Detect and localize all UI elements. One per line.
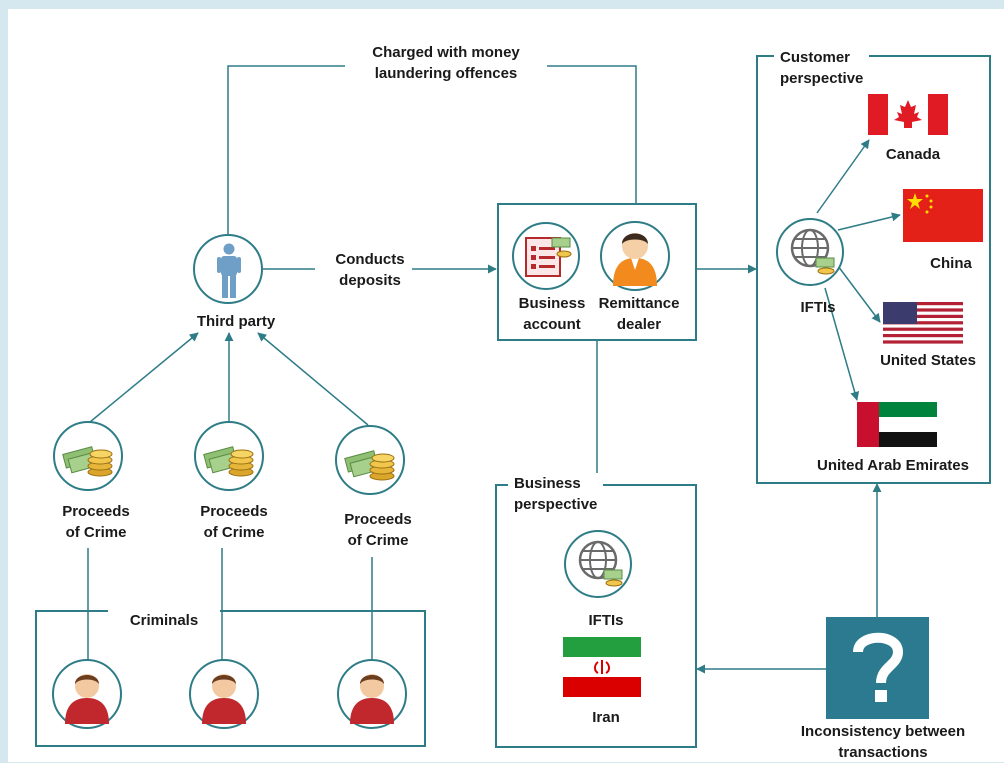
- criminal-node-3: [337, 659, 407, 729]
- business-perspective-title: Business perspective: [508, 473, 604, 515]
- uae-flag: [857, 402, 937, 447]
- ledger-icon: [525, 237, 572, 277]
- remittance-dealer-label: Remittance dealer: [598, 295, 680, 333]
- money-coins-icon: [203, 446, 254, 477]
- criminal-person-icon: [65, 674, 109, 724]
- globe-transfer-icon: [790, 228, 835, 275]
- proceeds-label-1: Proceeds of Crime: [62, 503, 130, 541]
- business-account-node: [512, 222, 580, 290]
- proceeds-node-1: [53, 421, 123, 491]
- proceeds-node-2: [194, 421, 264, 491]
- charged-label: Charged with money laundering offences: [345, 42, 547, 84]
- customer-perspective-box: [756, 55, 991, 484]
- person-silhouette-icon: [217, 243, 241, 298]
- business-remittance-box: [497, 203, 697, 341]
- third-party-label: Third party: [196, 313, 276, 330]
- inconsistency-label: Inconsistency between transactions: [800, 723, 966, 761]
- iftis-to-uae: [824, 287, 860, 401]
- iftis-to-canada: [816, 139, 870, 214]
- iftis-to-us: [837, 265, 881, 323]
- proceeds-label-3: Proceeds of Crime: [344, 511, 412, 549]
- canada-label: Canada: [885, 146, 941, 163]
- criminal-person-icon: [350, 674, 394, 724]
- iftis-customer-label: IFTIs: [800, 299, 836, 316]
- proceeds-label-2: Proceeds of Crime: [200, 503, 268, 541]
- business-account-label: Business account: [518, 295, 586, 333]
- third-party-node: [193, 234, 263, 304]
- question-mark-icon: [826, 617, 929, 719]
- proceeds3-to-third-party: [257, 332, 369, 426]
- customer-perspective-title: Customer perspective: [774, 47, 870, 89]
- iran-flag: [563, 637, 641, 697]
- money-coins-icon: [62, 446, 113, 477]
- remittance-dealer-node: [600, 221, 670, 291]
- iftis-business-node: [564, 530, 632, 598]
- connectors: [87, 65, 901, 674]
- united-states-label: United States: [880, 352, 976, 369]
- diagram-canvas: Charged with money laundering offences C…: [8, 9, 1004, 762]
- uae-label: United Arab Emirates: [817, 457, 969, 474]
- criminals-title: Criminals: [108, 610, 220, 631]
- canada-flag: [868, 94, 948, 135]
- china-label: China: [930, 255, 972, 272]
- criminal-node-1: [52, 659, 122, 729]
- iran-label: Iran: [592, 709, 620, 726]
- china-flag: [903, 189, 983, 242]
- united-states-flag: [883, 302, 963, 344]
- charged-connector: [227, 65, 637, 245]
- conducts-deposits-label: Conducts deposits: [335, 251, 405, 289]
- boxes: [35, 55, 991, 748]
- criminal-node-2: [189, 659, 259, 729]
- money-coins-icon: [344, 450, 395, 481]
- dealer-person-icon: [613, 233, 657, 286]
- globe-transfer-icon: [578, 540, 623, 587]
- criminals-box: [35, 610, 426, 747]
- criminal-person-icon: [202, 674, 246, 724]
- proceeds1-to-third-party: [89, 332, 199, 423]
- proceeds-node-3: [335, 425, 405, 495]
- iftis-to-china: [837, 212, 901, 231]
- iftis-business-label: IFTIs: [588, 612, 624, 629]
- iftis-customer-node: [776, 218, 844, 286]
